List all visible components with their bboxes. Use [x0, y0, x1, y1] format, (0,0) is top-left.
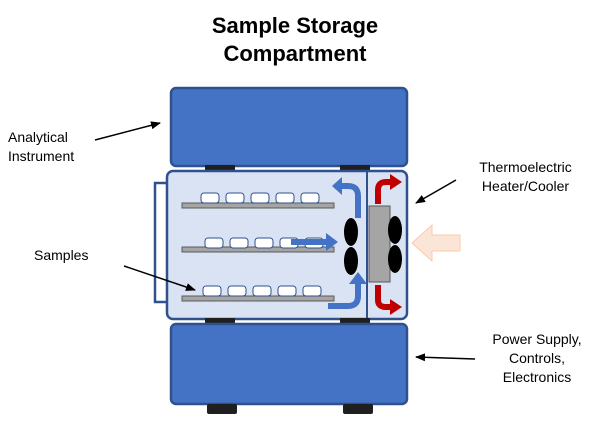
sample-vial-icon [254, 237, 274, 249]
foot-right [343, 404, 373, 414]
airflow-arrow-icon [332, 177, 342, 195]
airflow-arrow-icon [390, 299, 402, 315]
airflow-arrow-icon [328, 282, 361, 309]
foot-left [207, 404, 237, 414]
heat-inflow-arrow-icon [411, 223, 461, 263]
airflow-arrow-icon [326, 233, 338, 251]
airflow-arrow-icon [375, 285, 392, 310]
airflow-arrow-icon [375, 179, 392, 204]
label-analytical-line-2: Instrument [8, 148, 75, 164]
shelf-bottom [181, 295, 335, 302]
connector-bottom-right [340, 318, 370, 326]
connector-bottom-left [205, 318, 235, 326]
sample-vial-icon [202, 285, 222, 297]
sample-vial-icon [225, 192, 245, 204]
sample-vial-icon [252, 285, 272, 297]
title-line-1: Sample Storage [211, 13, 379, 38]
airflow-arrow-icon [390, 174, 402, 190]
pointer-samples [123, 265, 196, 291]
label-power-line-2: Controls, [508, 350, 566, 366]
power-supply-block [169, 322, 409, 406]
sample-vial-icon [302, 285, 322, 297]
label-thermoelectric: Thermoelectric Heater/Cooler [458, 158, 593, 196]
sample-vial-icon [204, 237, 224, 249]
sample-vial-icon [229, 237, 249, 249]
label-thermo-line-2: Heater/Cooler [481, 178, 570, 194]
sample-vial-icon [250, 192, 270, 204]
thermoelectric-element [368, 205, 391, 283]
samples-bracket [153, 181, 166, 304]
vial-row-bottom [202, 285, 322, 297]
fan-icon [344, 218, 358, 246]
shelf-top [181, 202, 335, 209]
sample-vial-icon [227, 285, 247, 297]
analytical-instrument-block [169, 86, 409, 168]
label-samples: Samples [34, 247, 89, 263]
pointer-thermoelectric [415, 179, 457, 204]
label-analytical-instrument: Analytical Instrument [8, 128, 74, 166]
pointer-power-supply [415, 353, 476, 362]
airflow-arrow-icon [291, 239, 327, 245]
label-power-line-3: Electronics [502, 369, 572, 385]
sample-vial-icon [300, 192, 320, 204]
airflow-arrow-icon [349, 272, 367, 284]
label-power-line-1: Power Supply, [492, 331, 582, 347]
connector-top-right [340, 165, 370, 173]
airflow-arrow-icon [340, 183, 361, 218]
title-line-2: Compartment [223, 41, 367, 66]
label-thermo-line-1: Thermoelectric [479, 159, 572, 175]
sample-vial-icon [275, 192, 295, 204]
fan-icon [344, 247, 358, 275]
diagram-title: Sample Storage Compartment [170, 12, 420, 68]
label-analytical-line-1: Analytical [8, 129, 68, 145]
pointer-analytical [94, 121, 161, 141]
fan-icon [388, 216, 402, 244]
connector-top-left [205, 165, 235, 173]
vial-row-top [200, 192, 320, 204]
label-power-supply: Power Supply, Controls, Electronics [478, 330, 596, 387]
sample-vial-icon [200, 192, 220, 204]
sample-vial-icon [277, 285, 297, 297]
fan-icon [388, 245, 402, 273]
